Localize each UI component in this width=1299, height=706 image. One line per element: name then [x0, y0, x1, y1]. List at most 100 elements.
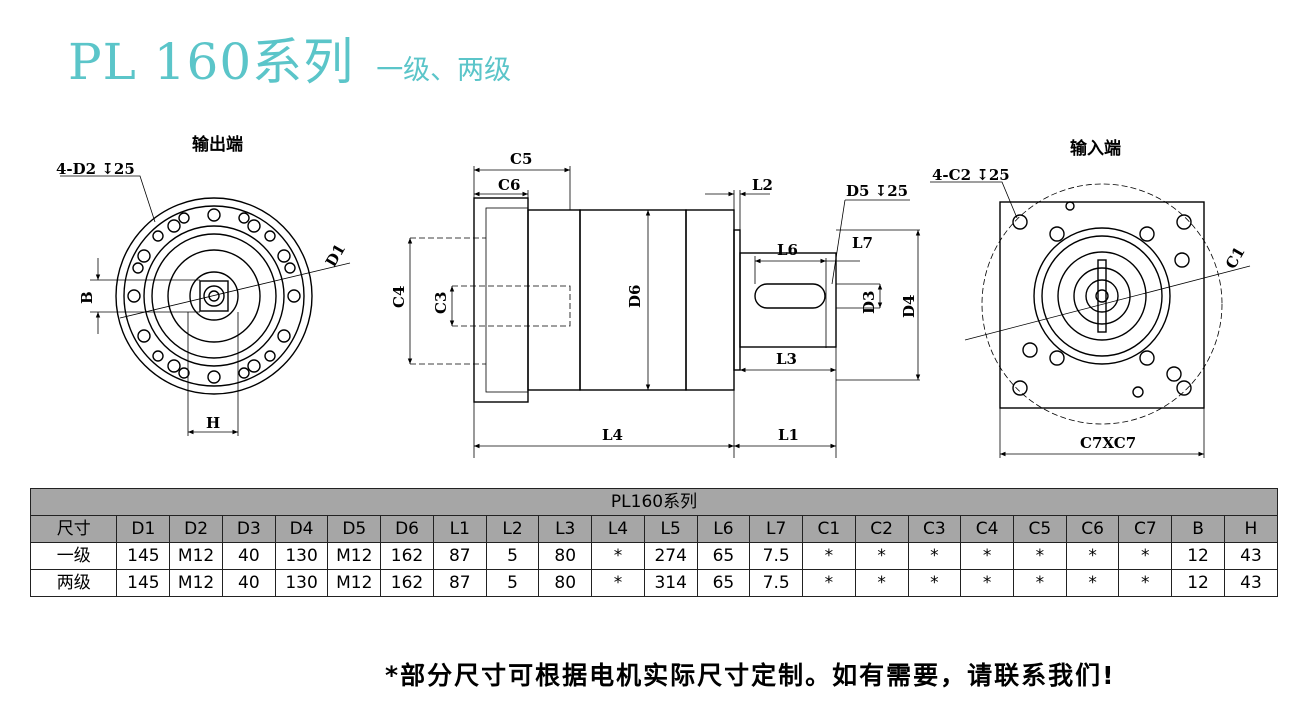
side-view	[407, 166, 921, 458]
table-cell: *	[1012, 542, 1067, 570]
column-header: 尺寸	[29, 515, 118, 543]
table-cell: 274	[643, 542, 698, 570]
c6-label: C6	[498, 176, 520, 194]
table-cell: 43	[1223, 569, 1279, 597]
table-cell: 87	[432, 569, 487, 597]
column-header: L3	[538, 515, 593, 543]
table-cell: *	[907, 569, 962, 597]
l7-label: L7	[852, 234, 873, 252]
column-header: C2	[854, 515, 909, 543]
table-cell: *	[960, 542, 1014, 570]
d2-note: 4-D2 ↧25	[56, 160, 135, 178]
table-cell: 7.5	[749, 542, 804, 570]
d4-label: D4	[900, 295, 918, 318]
column-header: L1	[432, 515, 487, 543]
column-header: H	[1223, 515, 1279, 543]
table-cell: 87	[432, 542, 487, 570]
c5-label: C5	[510, 150, 532, 168]
c7-label: C7XC7	[1080, 434, 1136, 452]
table-cell: *	[1065, 542, 1120, 570]
series-subtitle: 一级、两级	[376, 55, 512, 86]
table-cell: 314	[643, 569, 698, 597]
table-cell: 5	[485, 542, 540, 570]
table-cell: 80	[538, 569, 593, 597]
table-cell: 65	[696, 569, 751, 597]
table-cell: 43	[1223, 542, 1279, 570]
c3-label: C3	[432, 292, 450, 314]
table-cell: *	[854, 569, 909, 597]
l4-label: L4	[602, 426, 623, 444]
table-cell: 130	[274, 569, 329, 597]
output-end-view	[60, 175, 351, 436]
table-cell: M12	[327, 542, 382, 570]
d5-note: D5 ↧25	[846, 182, 908, 200]
table-cell: 两级	[29, 569, 118, 597]
d1-label: D1	[322, 241, 349, 270]
table-cell: 130	[274, 542, 329, 570]
table-caption-row: PL160系列	[30, 488, 1278, 516]
table-cell: *	[1118, 542, 1173, 570]
table-cell: *	[960, 569, 1014, 597]
table-cell: *	[802, 569, 856, 597]
table-cell: M12	[169, 542, 223, 570]
d6-label: D6	[626, 285, 644, 308]
table-cell: 40	[221, 542, 276, 570]
l1-label: L1	[778, 426, 799, 444]
table-cell: *	[1065, 569, 1120, 597]
c2-note: 4-C2 ↧25	[932, 166, 1010, 184]
series-title: PL 160系列	[68, 33, 355, 91]
footer-note: *部分尺寸可根据电机实际尺寸定制。如有需要，请联系我们!	[385, 661, 1116, 690]
column-header: L4	[591, 515, 645, 543]
column-header: L7	[749, 515, 804, 543]
input-end-label: 输入端	[1070, 138, 1121, 159]
table-caption: PL160系列	[30, 488, 1278, 516]
table-cell: *	[802, 542, 856, 570]
table-cell: 65	[696, 542, 751, 570]
column-header: L6	[696, 515, 751, 543]
table-cell: *	[854, 542, 909, 570]
table-cell: 145	[116, 569, 171, 597]
table-cell: 80	[538, 542, 593, 570]
l3-label: L3	[776, 350, 797, 368]
table-cell: 7.5	[749, 569, 804, 597]
table-cell: *	[1118, 569, 1173, 597]
table-cell: 145	[116, 542, 171, 570]
column-header: D1	[116, 515, 171, 543]
page-title: PL 160系列一级、两级	[68, 22, 511, 94]
table-cell: *	[907, 542, 962, 570]
h-label: H	[206, 414, 220, 432]
l6-label: L6	[777, 241, 798, 259]
column-header: C4	[960, 515, 1014, 543]
column-header: C3	[907, 515, 962, 543]
input-end-view	[930, 181, 1251, 458]
table-cell: *	[1012, 569, 1067, 597]
table-cell: M12	[327, 569, 382, 597]
column-header: C6	[1065, 515, 1120, 543]
d3-label: D3	[860, 291, 878, 314]
output-end-label: 输出端	[192, 134, 243, 155]
l2-label: L2	[752, 176, 773, 194]
table-cell: M12	[169, 569, 223, 597]
table-cell: 一级	[29, 542, 118, 570]
table-cell: 12	[1171, 569, 1225, 597]
table-cell: *	[591, 542, 645, 570]
table-cell: *	[591, 569, 645, 597]
column-header: L5	[643, 515, 698, 543]
column-header: L2	[485, 515, 540, 543]
b-label: B	[78, 291, 96, 304]
table-cell: 162	[380, 542, 434, 570]
c4-label: C4	[390, 286, 408, 308]
column-header: B	[1171, 515, 1225, 543]
column-header: C1	[802, 515, 856, 543]
technical-drawing: 输出端 输入端 4-D2 ↧25 4-C2 ↧25 D5 ↧25 C5 C6 L…	[56, 134, 1251, 458]
column-header: D4	[274, 515, 329, 543]
table-cell: 162	[380, 569, 434, 597]
column-header: D3	[221, 515, 276, 543]
column-header: D2	[169, 515, 223, 543]
table-cell: 5	[485, 569, 540, 597]
column-header: D5	[327, 515, 382, 543]
column-header: C7	[1118, 515, 1173, 543]
